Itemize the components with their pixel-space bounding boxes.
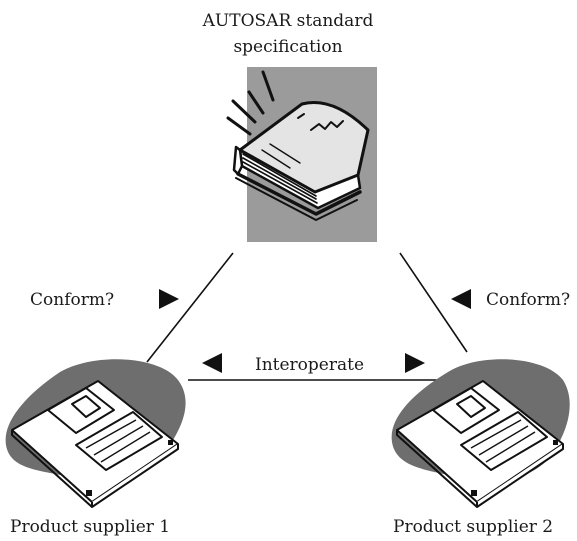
right-conform-arrow bbox=[451, 289, 471, 309]
interoperate-right-arrow bbox=[405, 353, 425, 373]
spec-title: AUTOSAR standard specification bbox=[188, 8, 388, 60]
spec-node bbox=[226, 67, 377, 242]
left-connector bbox=[146, 252, 234, 363]
supplier-2-label: Product supplier 2 bbox=[393, 517, 554, 537]
right-connector bbox=[399, 252, 468, 353]
floppy-disk-icon bbox=[11, 380, 179, 508]
interoperate-label: Interoperate bbox=[255, 355, 365, 375]
spec-title-line-2: specification bbox=[233, 37, 343, 57]
left-conform-label: Conform? bbox=[30, 290, 115, 310]
floppy-disk-icon bbox=[396, 380, 564, 508]
book-shine-lines bbox=[226, 70, 275, 136]
arrows bbox=[159, 289, 471, 373]
supplier-2-node bbox=[391, 359, 570, 508]
supplier-1-node bbox=[5, 359, 186, 508]
spec-title-line-1: AUTOSAR standard bbox=[202, 11, 374, 31]
connectors bbox=[146, 252, 468, 381]
interoperate-left-arrow bbox=[202, 353, 222, 373]
book-icon bbox=[226, 70, 370, 221]
right-conform-label: Conform? bbox=[486, 290, 571, 310]
left-conform-arrow bbox=[159, 289, 179, 309]
supplier-1-label: Product supplier 1 bbox=[10, 517, 171, 537]
